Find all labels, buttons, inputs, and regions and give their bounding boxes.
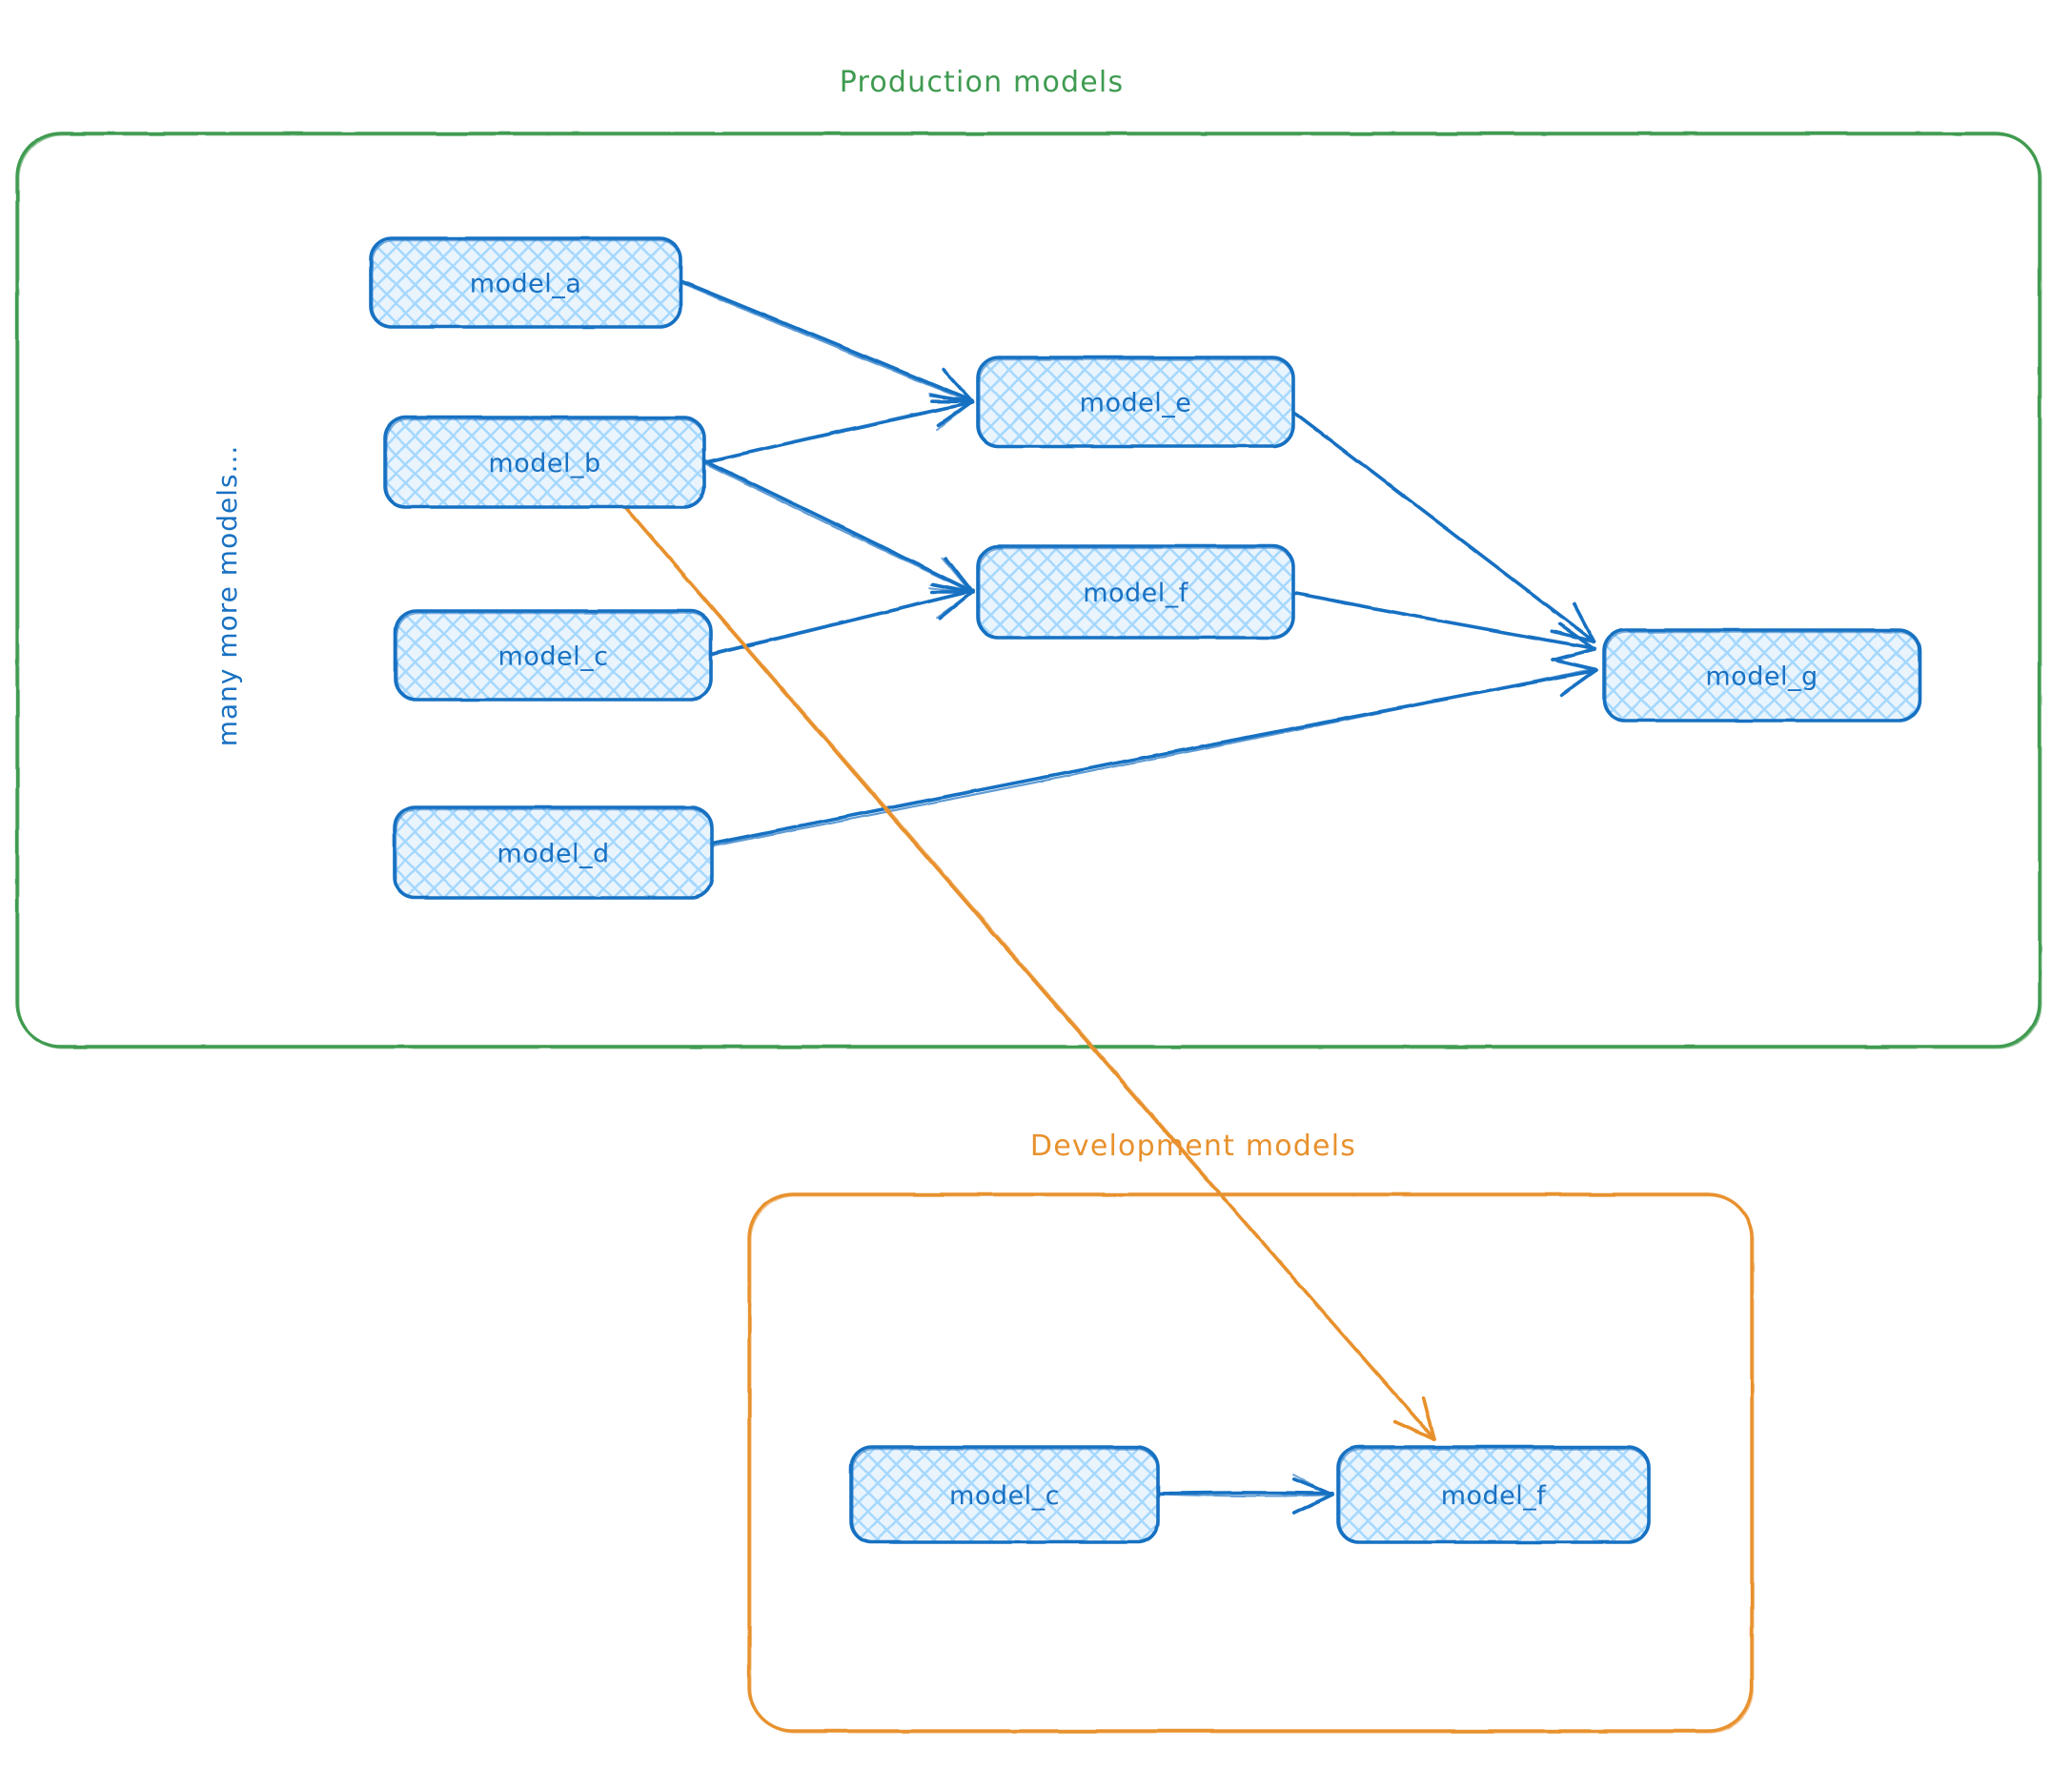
node-label-prod_model_c: model_c	[498, 642, 609, 672]
edge-a-to-e	[681, 281, 972, 403]
node-prod_model_c[interactable]: model_c	[396, 611, 711, 700]
edge-f-to-g	[1292, 592, 1595, 660]
node-label-prod_model_a: model_a	[470, 270, 582, 299]
group-title-production: Production models	[840, 66, 1125, 99]
edge-c-to-f	[712, 584, 973, 655]
edge-b-to-f	[705, 461, 973, 593]
node-label-prod_model_g: model_g	[1705, 662, 1818, 692]
node-prod_model_b[interactable]: model_b	[385, 417, 704, 507]
edge-b-to-e	[703, 394, 973, 464]
node-label-prod_model_d: model_d	[497, 840, 609, 869]
edge-dev-c-to-dev-f	[1157, 1475, 1333, 1513]
group-title-development: Development models	[1030, 1130, 1356, 1163]
node-prod_model_f[interactable]: model_f	[978, 546, 1293, 638]
node-label-dev_model_c: model_c	[949, 1481, 1060, 1511]
node-label-prod_model_e: model_e	[1080, 389, 1192, 418]
edge-d-to-g	[712, 660, 1596, 846]
edge-b-to-dev-f	[621, 502, 1434, 1440]
annotation-many-more-models: many more models...	[212, 445, 243, 747]
node-dev_model_c[interactable]: model_c	[851, 1447, 1158, 1542]
nodes: model_a model_b model_c model_d model_emodel…	[371, 238, 1920, 1542]
node-dev_model_f[interactable]: model_f	[1338, 1447, 1649, 1542]
edges	[621, 281, 1596, 1514]
node-label-prod_model_b: model_b	[488, 449, 600, 478]
node-prod_model_e[interactable]: model_e	[978, 357, 1293, 446]
node-prod_model_a[interactable]: model_a	[371, 238, 681, 327]
node-prod_model_g[interactable]: model_g	[1604, 630, 1920, 721]
edge-e-to-g	[1294, 412, 1595, 642]
node-prod_model_d[interactable]: model_d	[395, 807, 712, 898]
node-label-dev_model_f: model_f	[1441, 1481, 1548, 1511]
node-label-prod_model_f: model_f	[1083, 579, 1189, 608]
